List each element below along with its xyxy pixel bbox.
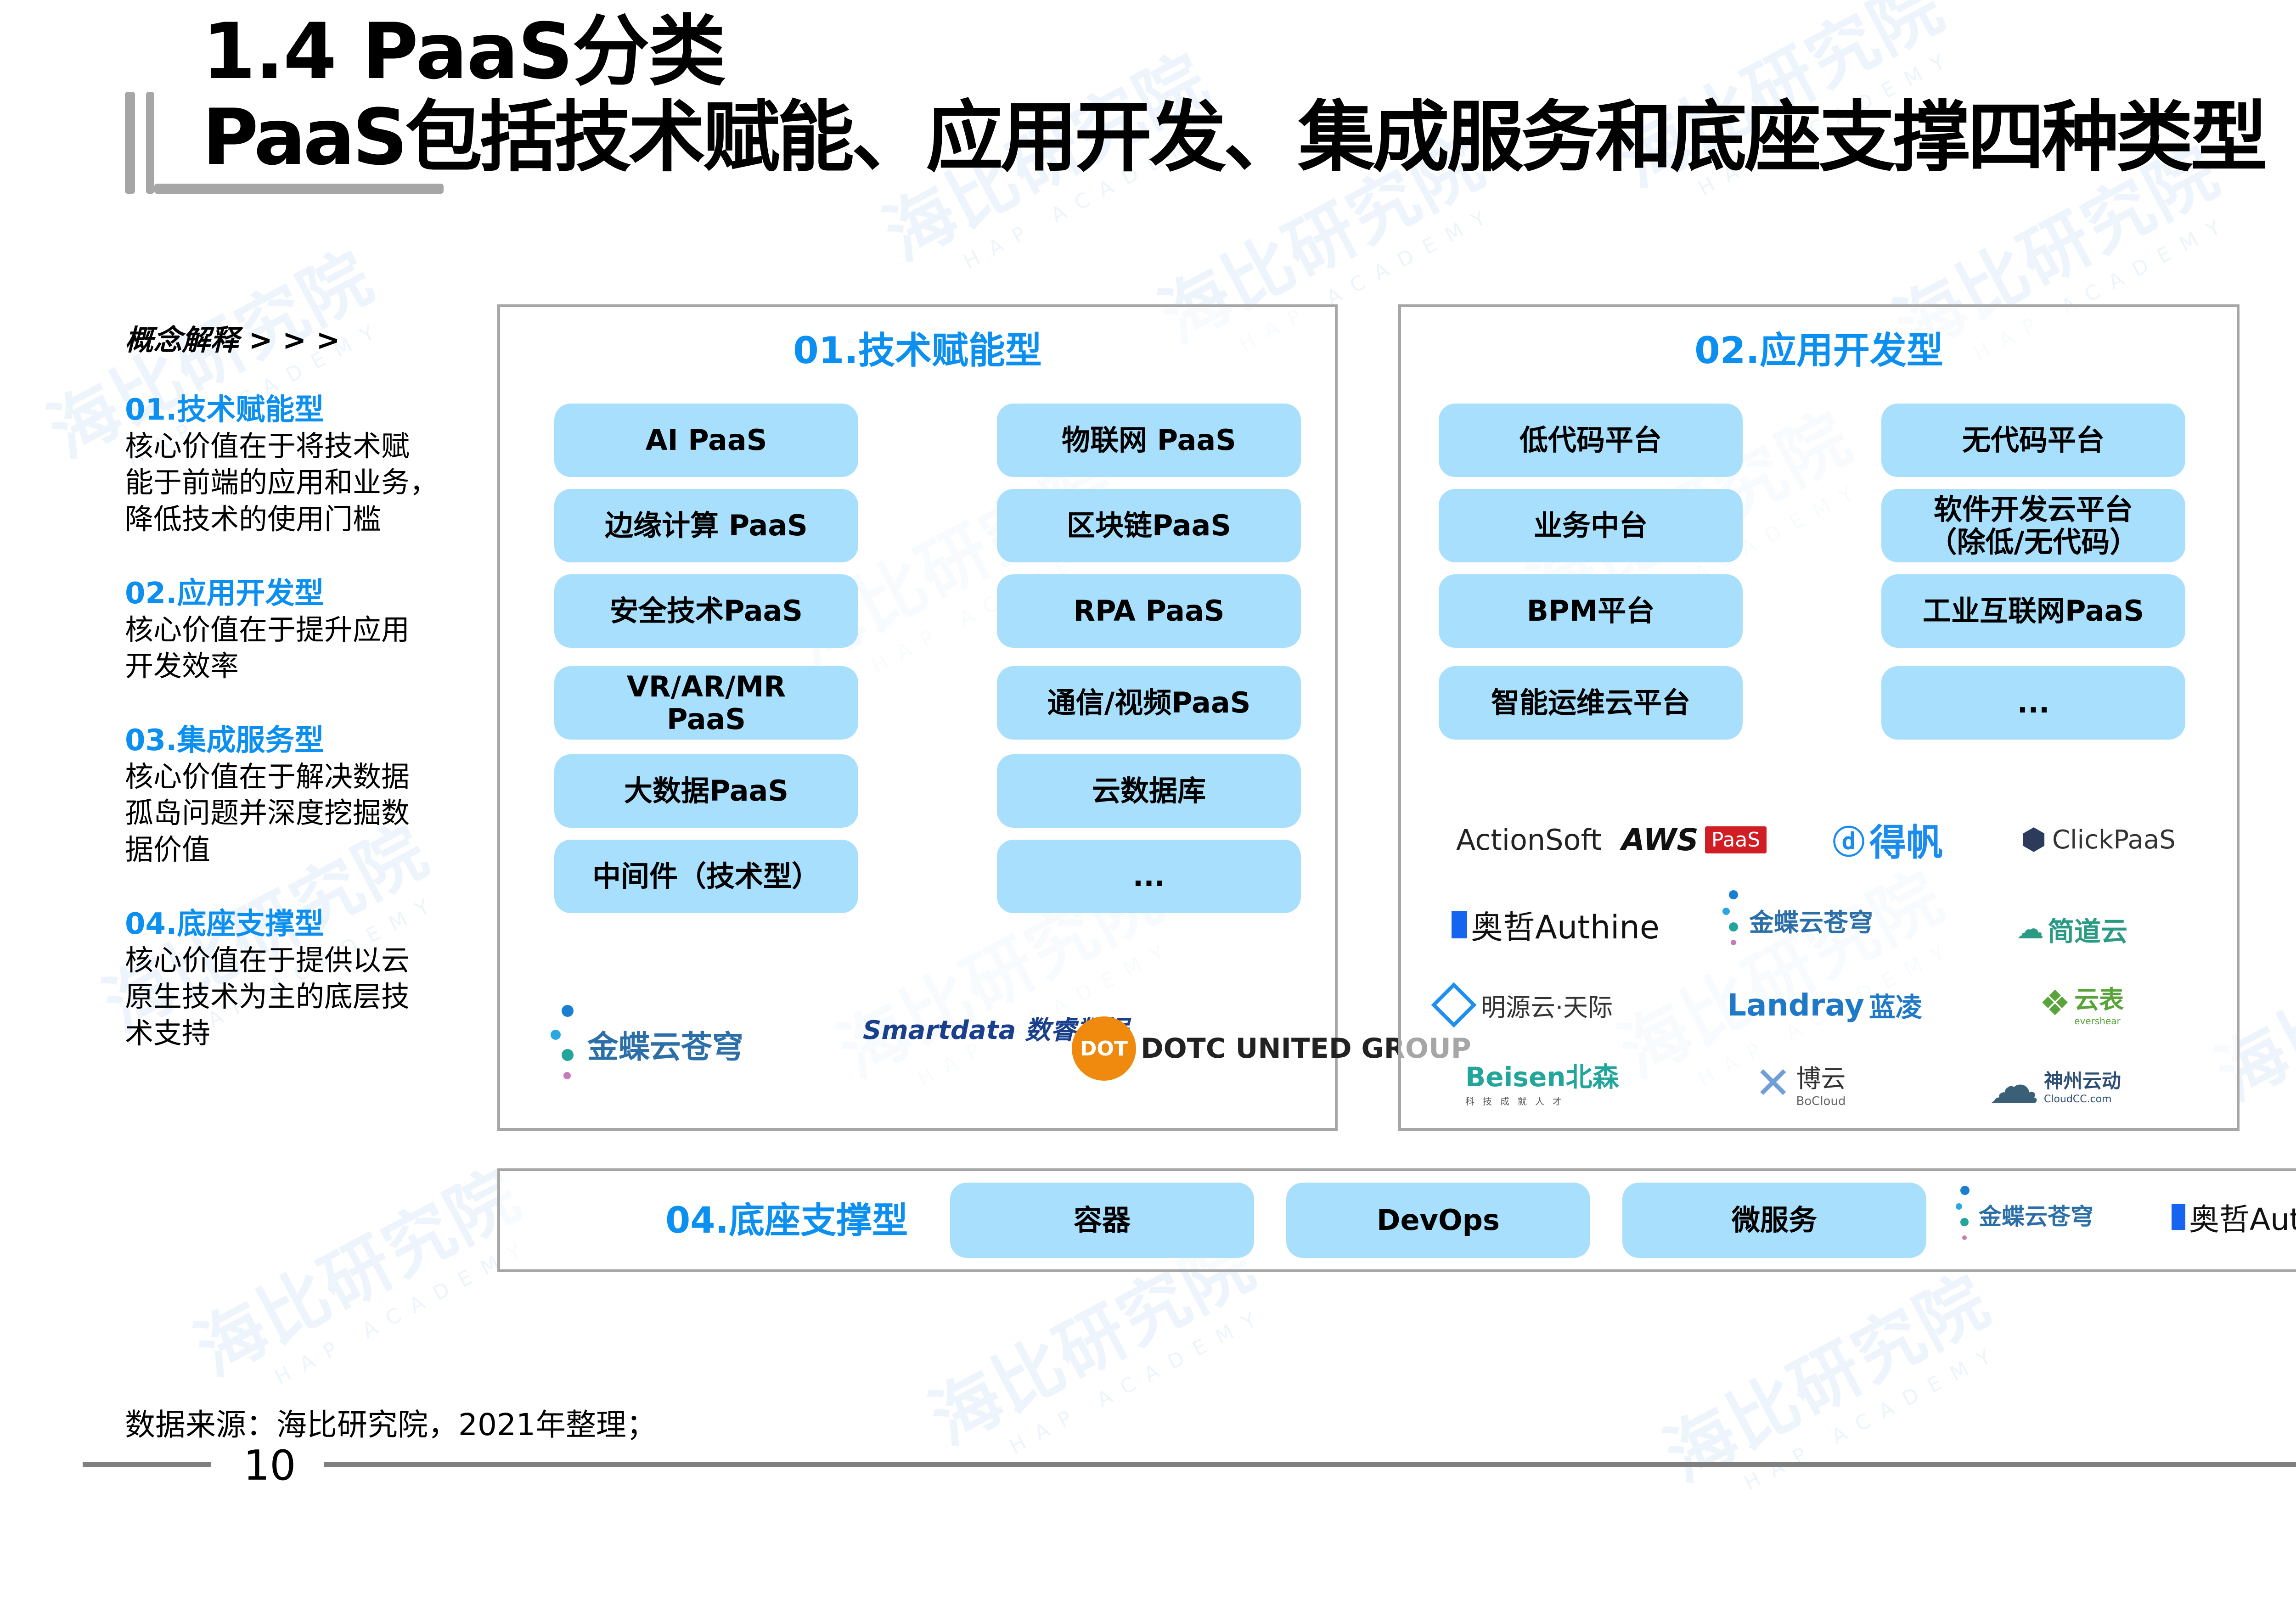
- category-pill: 微服务: [1622, 1183, 1926, 1258]
- category-pill: 大数据PaaS: [554, 754, 858, 828]
- category-pill: VR/AR/MR PaaS: [554, 666, 858, 740]
- logo-defan: ⓓ 得帆: [1833, 812, 1943, 867]
- footer-rule: [83, 1462, 211, 1467]
- panel-app-development: 02.应用开发型 低代码平台 业务中台 BPM平台 智能运维云平台 无代码平台 …: [1398, 304, 2240, 1131]
- concept-desc: 核心价值在于解决数据: [125, 759, 410, 793]
- logo-clickpaas: ⬢ ClickPaaS: [2021, 823, 2176, 857]
- evershear-icon: ❖: [2039, 982, 2071, 1023]
- concept-desc: 核心价值在于提升应用: [125, 612, 410, 646]
- bocloud-x-icon: ✕: [1755, 1057, 1792, 1109]
- category-pill: 容器: [950, 1183, 1254, 1258]
- logo-aws-paas: AWS PaaS: [1621, 817, 1767, 863]
- category-pill: 云数据库: [997, 754, 1301, 828]
- logo-kingdee: 金蝶云苍穹: [1722, 890, 1873, 950]
- kingdee-dots-icon: [1722, 890, 1745, 950]
- logo-kingdee: 金蝶云苍穹: [1956, 1185, 2093, 1245]
- category-pill: BPM平台: [1439, 574, 1743, 648]
- category-pill: 边缘计算 PaaS: [554, 489, 858, 562]
- logo-mingdao: 明源云·天际: [1431, 982, 1613, 1028]
- panel-title: 02.应用开发型: [1694, 329, 1943, 372]
- cloud-icon: ☁: [2016, 913, 2044, 945]
- footer-rule: [324, 1462, 2296, 1467]
- category-pill: 业务中台: [1439, 489, 1743, 562]
- defan-icon: ⓓ: [1833, 823, 1865, 861]
- data-source-note: 数据来源：海比研究院，2021年整理；: [125, 1407, 657, 1442]
- category-pill: 低代码平台: [1439, 404, 1743, 477]
- clickpaas-icon: ⬢: [2021, 823, 2047, 857]
- title-bracket: [125, 92, 135, 194]
- logo-kingdee: 金蝶云苍穹: [551, 1005, 743, 1083]
- concept-item-integration: 03.集成服务型 核心价值在于解决数据 孤岛问题并深度挖掘数 据价值: [125, 723, 456, 868]
- logo-actionsoft: ActionSoft: [1456, 823, 1602, 857]
- category-pill: 软件开发云平台 （除低/无代码）: [1881, 489, 2185, 562]
- concept-item-tech: 01.技术赋能型 核心价值在于将技术赋 能于前端的应用和业务， 降低技术的使用门…: [125, 393, 456, 537]
- concept-desc: 降低技术的使用门槛: [125, 502, 382, 536]
- concept-desc: 孤岛问题并深度挖掘数: [125, 796, 410, 830]
- logo-authine: 奥哲Authine: [2172, 1194, 2296, 1240]
- category-pill: DevOps: [1286, 1183, 1590, 1258]
- panel-title: 01.技术赋能型: [793, 329, 1042, 372]
- concept-item-appdev: 02.应用开发型 核心价值在于提升应用 开发效率: [125, 576, 456, 684]
- logo-authine: 奥哲Authine: [1452, 899, 1660, 950]
- category-pill: 无代码平台: [1881, 404, 2185, 477]
- concept-desc: 能于前端的应用和业务，: [125, 466, 439, 499]
- concept-desc: 术支持: [125, 1016, 211, 1050]
- logo-landray: Landray 蓝凌: [1727, 987, 1922, 1023]
- page-number: 10: [243, 1442, 296, 1490]
- category-pill: ...: [997, 840, 1301, 913]
- logo-cloudcc: ☁ 神州云动 CloudCC.com: [1989, 1056, 2122, 1115]
- panel-tech-enablement: 01.技术赋能型 AI PaaS 边缘计算 PaaS 安全技术PaaS VR/A…: [497, 304, 1471, 1131]
- concept-heading: 概念解释 > > >: [125, 323, 340, 357]
- title-bracket: [146, 92, 154, 194]
- category-pill: RPA PaaS: [997, 574, 1301, 648]
- category-pill: 智能运维云平台: [1439, 666, 1743, 740]
- section-title: 1.4 PaaS分类: [202, 6, 726, 96]
- category-pill: 工业互联网PaaS: [1881, 574, 2185, 648]
- title-bracket: [154, 184, 444, 194]
- mingdao-diamond-icon: [1431, 982, 1477, 1028]
- concept-desc: 据价值: [125, 832, 211, 866]
- dotc-circle-icon: DOT: [1072, 1016, 1136, 1081]
- panel-base-support: 04.底座支撑型 容器 DevOps 微服务 金蝶云苍穹 奥哲Authine ✕…: [497, 1168, 2296, 1272]
- category-pill: 安全技术PaaS: [554, 574, 858, 648]
- concept-desc: 核心价值在于将技术赋: [125, 429, 410, 463]
- concept-title: 02.应用开发型: [125, 577, 324, 611]
- page-title: PaaS包括技术赋能、应用开发、集成服务和底座支撑四种类型: [202, 92, 2268, 182]
- authine-icon: [1452, 911, 1467, 938]
- category-pill: 中间件（技术型）: [554, 840, 858, 913]
- concept-desc: 开发效率: [125, 649, 239, 683]
- logo-jiandaoyun: ☁ 简道云: [2016, 913, 2128, 947]
- concept-title: 03.集成服务型: [125, 724, 324, 757]
- concept-desc: 原生技术为主的底层技: [125, 980, 410, 1014]
- category-pill: 通信/视频PaaS: [997, 666, 1301, 740]
- cloud-outline-icon: ☁: [1989, 1056, 2039, 1115]
- logo-beisen: Beisen北森 科技成就人才: [1465, 1061, 1619, 1107]
- logo-bocloud: ✕ 博云 BoCloud: [1755, 1057, 1846, 1109]
- concept-title: 01.技术赋能型: [125, 393, 324, 427]
- concept-desc: 核心价值在于提供以云: [125, 943, 410, 977]
- concept-title: 04.底座支撑型: [125, 907, 324, 941]
- kingdee-dots-icon: [551, 1005, 583, 1083]
- category-pill: 物联网 PaaS: [997, 404, 1301, 477]
- kingdee-dots-icon: [1956, 1186, 1976, 1244]
- logo-evershear: ❖ 云表 evershear: [2039, 982, 2124, 1027]
- category-pill: AI PaaS: [554, 404, 858, 477]
- category-pill: ...: [1881, 666, 2185, 740]
- authine-icon: [2172, 1204, 2185, 1230]
- concept-item-base: 04.底座支撑型 核心价值在于提供以云 原生技术为主的底层技 术支持: [125, 907, 456, 1051]
- panel-title: 04.底座支撑型: [665, 1200, 908, 1241]
- category-pill: 区块链PaaS: [997, 489, 1301, 562]
